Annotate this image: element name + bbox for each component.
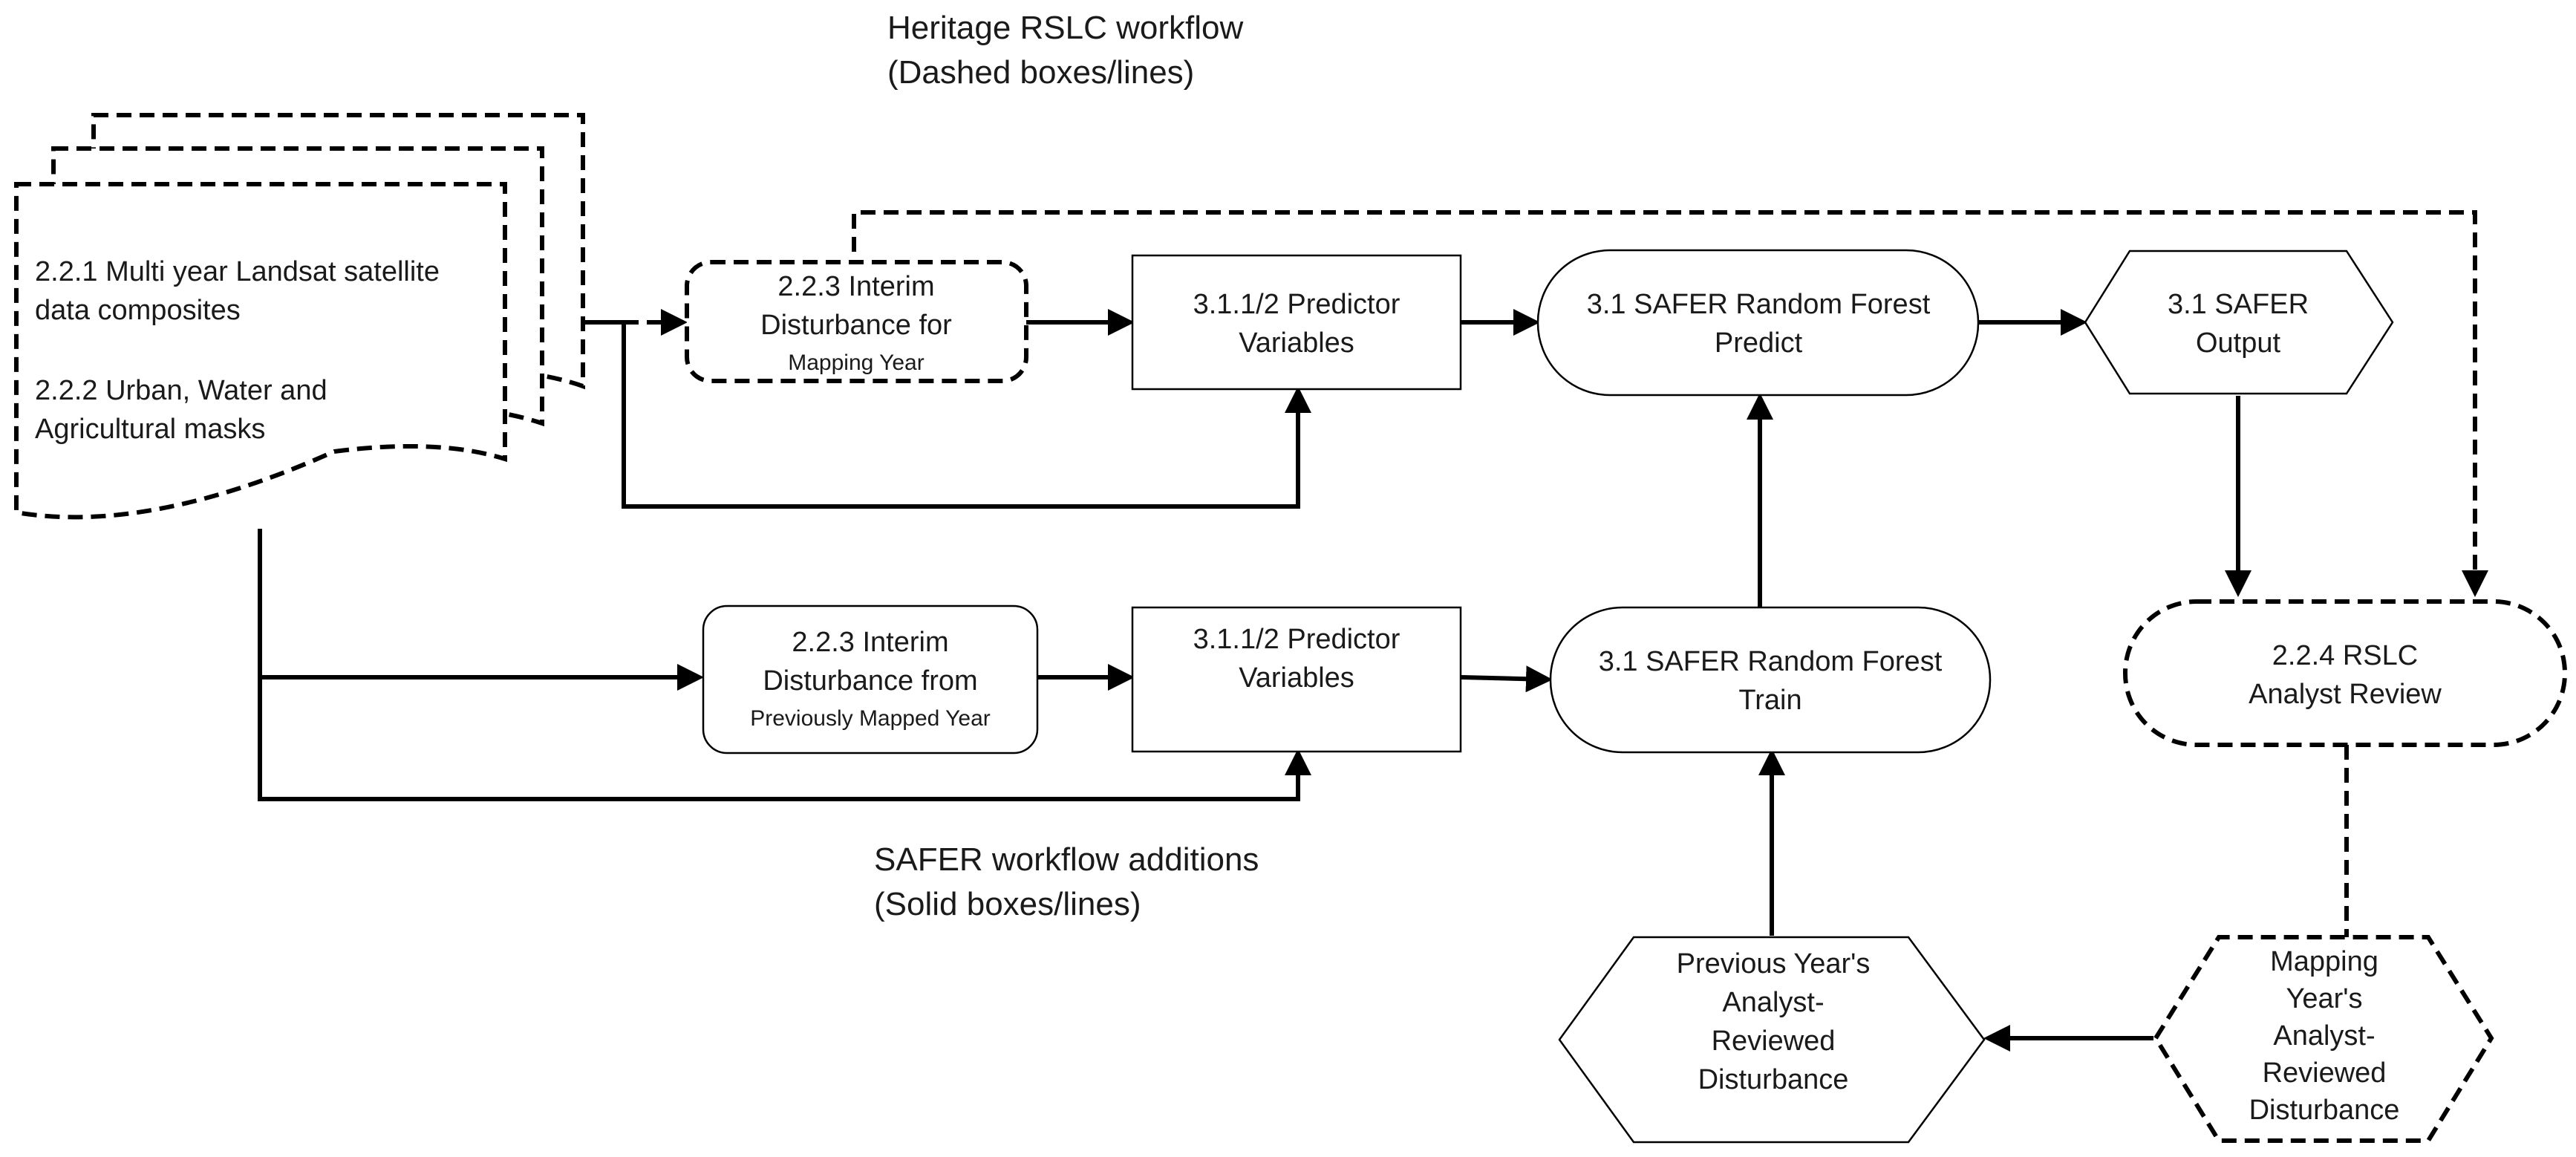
analyst-review-node: 2.2.4 RSLC Analyst Review xyxy=(2123,599,2567,747)
interim-mapping-node: 2.2.3 Interim Disturbance for Mapping Ye… xyxy=(685,260,1028,383)
predictor-top-label-line2: Variables xyxy=(1239,327,1354,359)
interim-previous-label-line2: Disturbance from xyxy=(763,665,977,697)
mapping-reviewed-label-line1: Mapping xyxy=(2270,946,2378,977)
safer-output-node: 3.1 SAFER Output xyxy=(2084,250,2394,395)
landsat-label-line1: 2.2.1 Multi year Landsat satellite xyxy=(35,256,440,287)
interim-previous-node: 2.2.3 Interim Disturbance from Previousl… xyxy=(702,604,1039,755)
mapping-reviewed-label-line4: Reviewed xyxy=(2263,1057,2387,1089)
safer-note-subtitle: (Solid boxes/lines) xyxy=(874,886,1141,922)
rf-predict-label-line2: Predict xyxy=(1715,327,1803,359)
safer-note-title: SAFER workflow additions xyxy=(874,841,1259,878)
interim-previous-label-line1: 2.2.3 Interim xyxy=(792,627,948,658)
connector-predictor-bottom-to-rf-train xyxy=(1461,665,1553,693)
rf-train-label-line2: Train xyxy=(1738,685,1801,716)
previous-reviewed-label-line1: Previous Year's xyxy=(1677,948,1871,980)
predictor-variables-bottom-node: 3.1.1/2 Predictor Variables xyxy=(1131,606,1462,753)
previous-reviewed-label-line2: Analyst- xyxy=(1722,987,1824,1018)
mapping-reviewed-node: Mapping Year's Analyst- Reviewed Disturb… xyxy=(2153,935,2494,1143)
landsat-label-line4: Agricultural masks xyxy=(35,414,265,445)
previous-reviewed-node: Previous Year's Analyst- Reviewed Distur… xyxy=(1558,936,1986,1144)
predictor-bottom-label-line2: Variables xyxy=(1239,662,1354,694)
mapping-reviewed-label-line2: Year's xyxy=(2286,983,2362,1014)
rf-predict-label-line1: 3.1 SAFER Random Forest xyxy=(1587,289,1931,320)
interim-mapping-label-line2: Disturbance for xyxy=(760,310,952,341)
predictor-top-label-line1: 3.1.1/2 Predictor xyxy=(1193,289,1401,320)
rf-train-node: 3.1 SAFER Random Forest Train xyxy=(1549,606,1992,754)
connector-landsat-to-interim-previous xyxy=(258,529,704,691)
connector-landsat-to-analyst-review xyxy=(852,210,2488,597)
predictor-variables-top-node: 3.1.1/2 Predictor Variables xyxy=(1131,254,1462,391)
interim-previous-label-line3: Previously Mapped Year xyxy=(750,706,991,731)
landsat-label-line2: data composites xyxy=(35,295,241,326)
rf-train-label-line1: 3.1 SAFER Random Forest xyxy=(1599,646,1943,677)
mapping-reviewed-label-line3: Analyst- xyxy=(2273,1020,2375,1052)
safer-output-label-line1: 3.1 SAFER xyxy=(2168,289,2309,320)
interim-mapping-label-line1: 2.2.3 Interim xyxy=(777,271,934,302)
heritage-note-title: Heritage RSLC workflow xyxy=(887,10,1243,46)
analyst-review-label-line1: 2.2.4 RSLC xyxy=(2272,640,2418,671)
previous-reviewed-label-line3: Reviewed xyxy=(1712,1026,1836,1057)
connector-landsat-to-predictor-bottom xyxy=(258,677,1311,801)
rf-predict-node: 3.1 SAFER Random Forest Predict xyxy=(1536,249,1980,397)
analyst-review-label-line2: Analyst Review xyxy=(2249,679,2442,710)
connector-landsat-to-predictor-top xyxy=(622,322,1311,509)
heritage-note-subtitle: (Dashed boxes/lines) xyxy=(887,54,1194,91)
mapping-reviewed-label-line5: Disturbance xyxy=(2249,1095,2400,1126)
landsat-label-line3: 2.2.2 Urban, Water and xyxy=(35,375,327,406)
safer-output-label-line2: Output xyxy=(2196,327,2281,359)
predictor-bottom-label-line1: 3.1.1/2 Predictor xyxy=(1193,624,1401,655)
interim-mapping-label-line3: Mapping Year xyxy=(788,351,925,375)
landsat-composites-node: 2.2.1 Multi year Landsat satellite data … xyxy=(14,113,585,520)
previous-reviewed-label-line4: Disturbance xyxy=(1698,1064,1849,1095)
